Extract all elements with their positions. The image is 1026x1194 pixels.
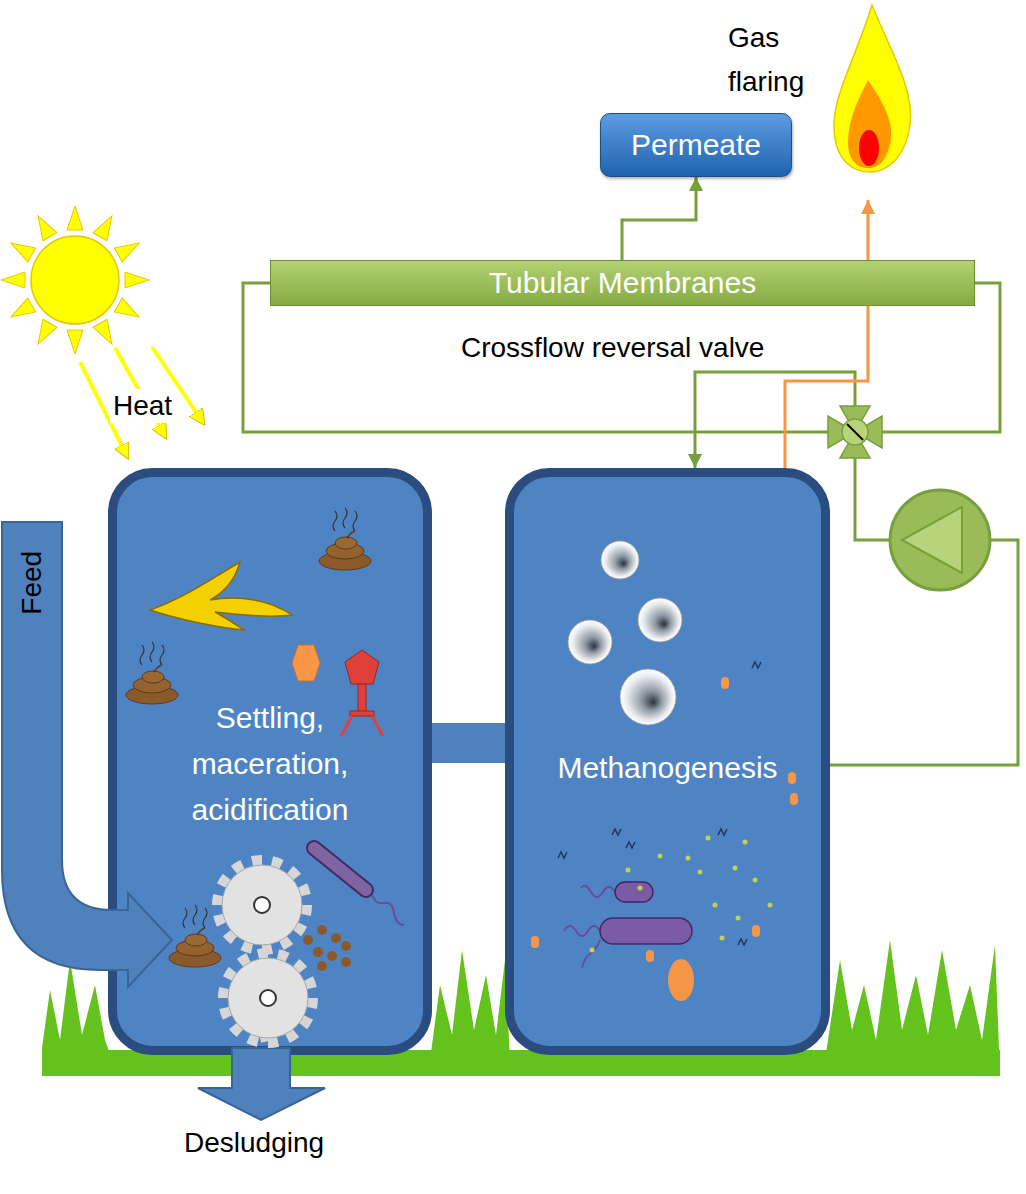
- permeate-line: [622, 177, 696, 260]
- membrane-bar: Tubular Membranes: [270, 260, 975, 306]
- recirculation-line: [830, 283, 1018, 765]
- valve-symbol: [828, 406, 882, 458]
- pump-symbol: [890, 490, 990, 590]
- feces-icon: [126, 642, 178, 704]
- methanogenesis-tank: Methanogenesis: [505, 468, 830, 1055]
- bacterium: [314, 848, 404, 925]
- gas-bubble: [601, 541, 639, 579]
- grass: [825, 940, 1000, 1076]
- node-text: Permeate: [631, 127, 761, 163]
- gear: [225, 955, 311, 1041]
- gas-line: [785, 200, 868, 468]
- node-text: Methanogenesis: [548, 745, 788, 791]
- microbe-squiggles: [558, 662, 761, 945]
- hexagon-particle: [292, 645, 320, 681]
- heat-label: Heat: [110, 389, 175, 423]
- gas-bubble: [638, 598, 682, 642]
- return-line: [243, 283, 855, 468]
- grass: [430, 950, 510, 1060]
- gas-bubble: [568, 620, 612, 664]
- tank-body: [113, 473, 428, 1051]
- feed-arrow: Feed: [2, 522, 62, 862]
- node-text: Tubular Membranes: [489, 265, 756, 301]
- feces-icon: [169, 905, 221, 967]
- desludging-arrow: [198, 1048, 325, 1120]
- valve-label: Crossflow reversal valve: [461, 331, 764, 365]
- banana-peel: [150, 562, 292, 630]
- gas-bubble: [620, 669, 676, 725]
- flame-outer: [834, 5, 911, 172]
- acidification-tank: Settling, maceration, acidification: [108, 468, 432, 1055]
- sun: [1, 206, 149, 354]
- grass: [42, 960, 112, 1076]
- dots: [590, 836, 773, 953]
- flame-middle: [848, 80, 891, 168]
- phage: [341, 650, 383, 736]
- feed-arrow-shape: [2, 522, 172, 987]
- flame-core: [859, 130, 879, 166]
- gear: [219, 862, 305, 948]
- node-text: Settling, maceration, acidification: [150, 695, 390, 833]
- gas-flaring-label: Gas flaring: [728, 16, 833, 104]
- node-text: Feed: [15, 551, 49, 615]
- archaea: [564, 882, 692, 968]
- desludging-label: Desludging: [184, 1126, 324, 1160]
- feces-icon: [319, 508, 371, 570]
- orange-cells: [531, 677, 798, 1001]
- tank-body: [510, 473, 826, 1051]
- particles: [303, 925, 351, 971]
- permeate-box: Permeate: [600, 113, 792, 177]
- connecting-pipe: [432, 723, 505, 763]
